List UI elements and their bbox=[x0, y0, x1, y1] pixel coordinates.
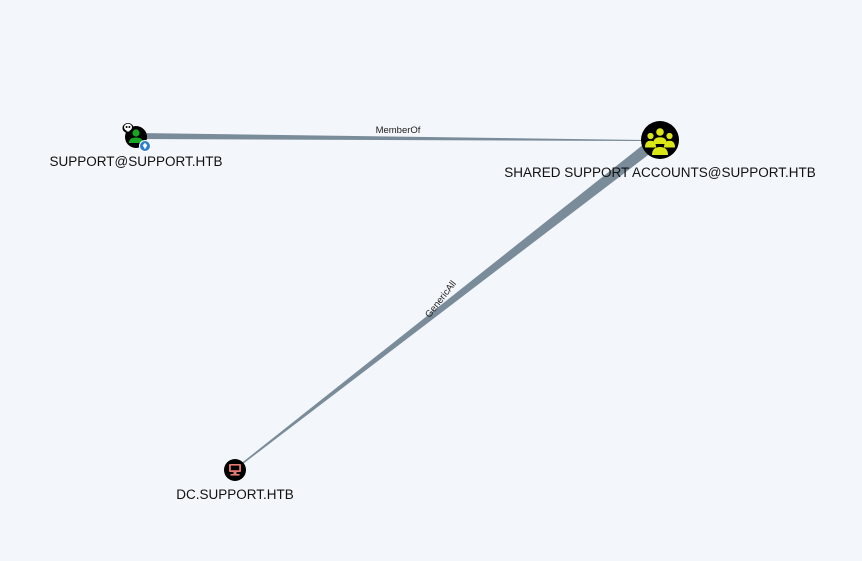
node-user-support[interactable]: SUPPORT@SUPPORT.HTB bbox=[50, 123, 223, 169]
edge-memberof[interactable]: MemberOf bbox=[138, 125, 646, 141]
skull-icon bbox=[122, 123, 134, 133]
edge-genericall-line[interactable] bbox=[234, 144, 652, 470]
edge-memberof-label: MemberOf bbox=[376, 125, 421, 136]
user-node-label: SUPPORT@SUPPORT.HTB bbox=[50, 154, 223, 169]
edge-memberof-line[interactable] bbox=[138, 133, 646, 141]
node-computer-dc[interactable]: DC.SUPPORT.HTB bbox=[176, 459, 294, 502]
user-icon bbox=[129, 129, 143, 143]
group-icon bbox=[645, 128, 675, 155]
edge-genericall[interactable]: GenericAll bbox=[234, 144, 652, 470]
group-node-label: SHARED SUPPORT ACCOUNTS@SUPPORT.HTB bbox=[504, 165, 816, 180]
high-value-badge-icon bbox=[139, 140, 151, 152]
computer-node-label: DC.SUPPORT.HTB bbox=[176, 487, 294, 502]
computer-icon bbox=[229, 464, 241, 476]
node-group-shared-support[interactable]: SHARED SUPPORT ACCOUNTS@SUPPORT.HTB bbox=[504, 121, 816, 180]
